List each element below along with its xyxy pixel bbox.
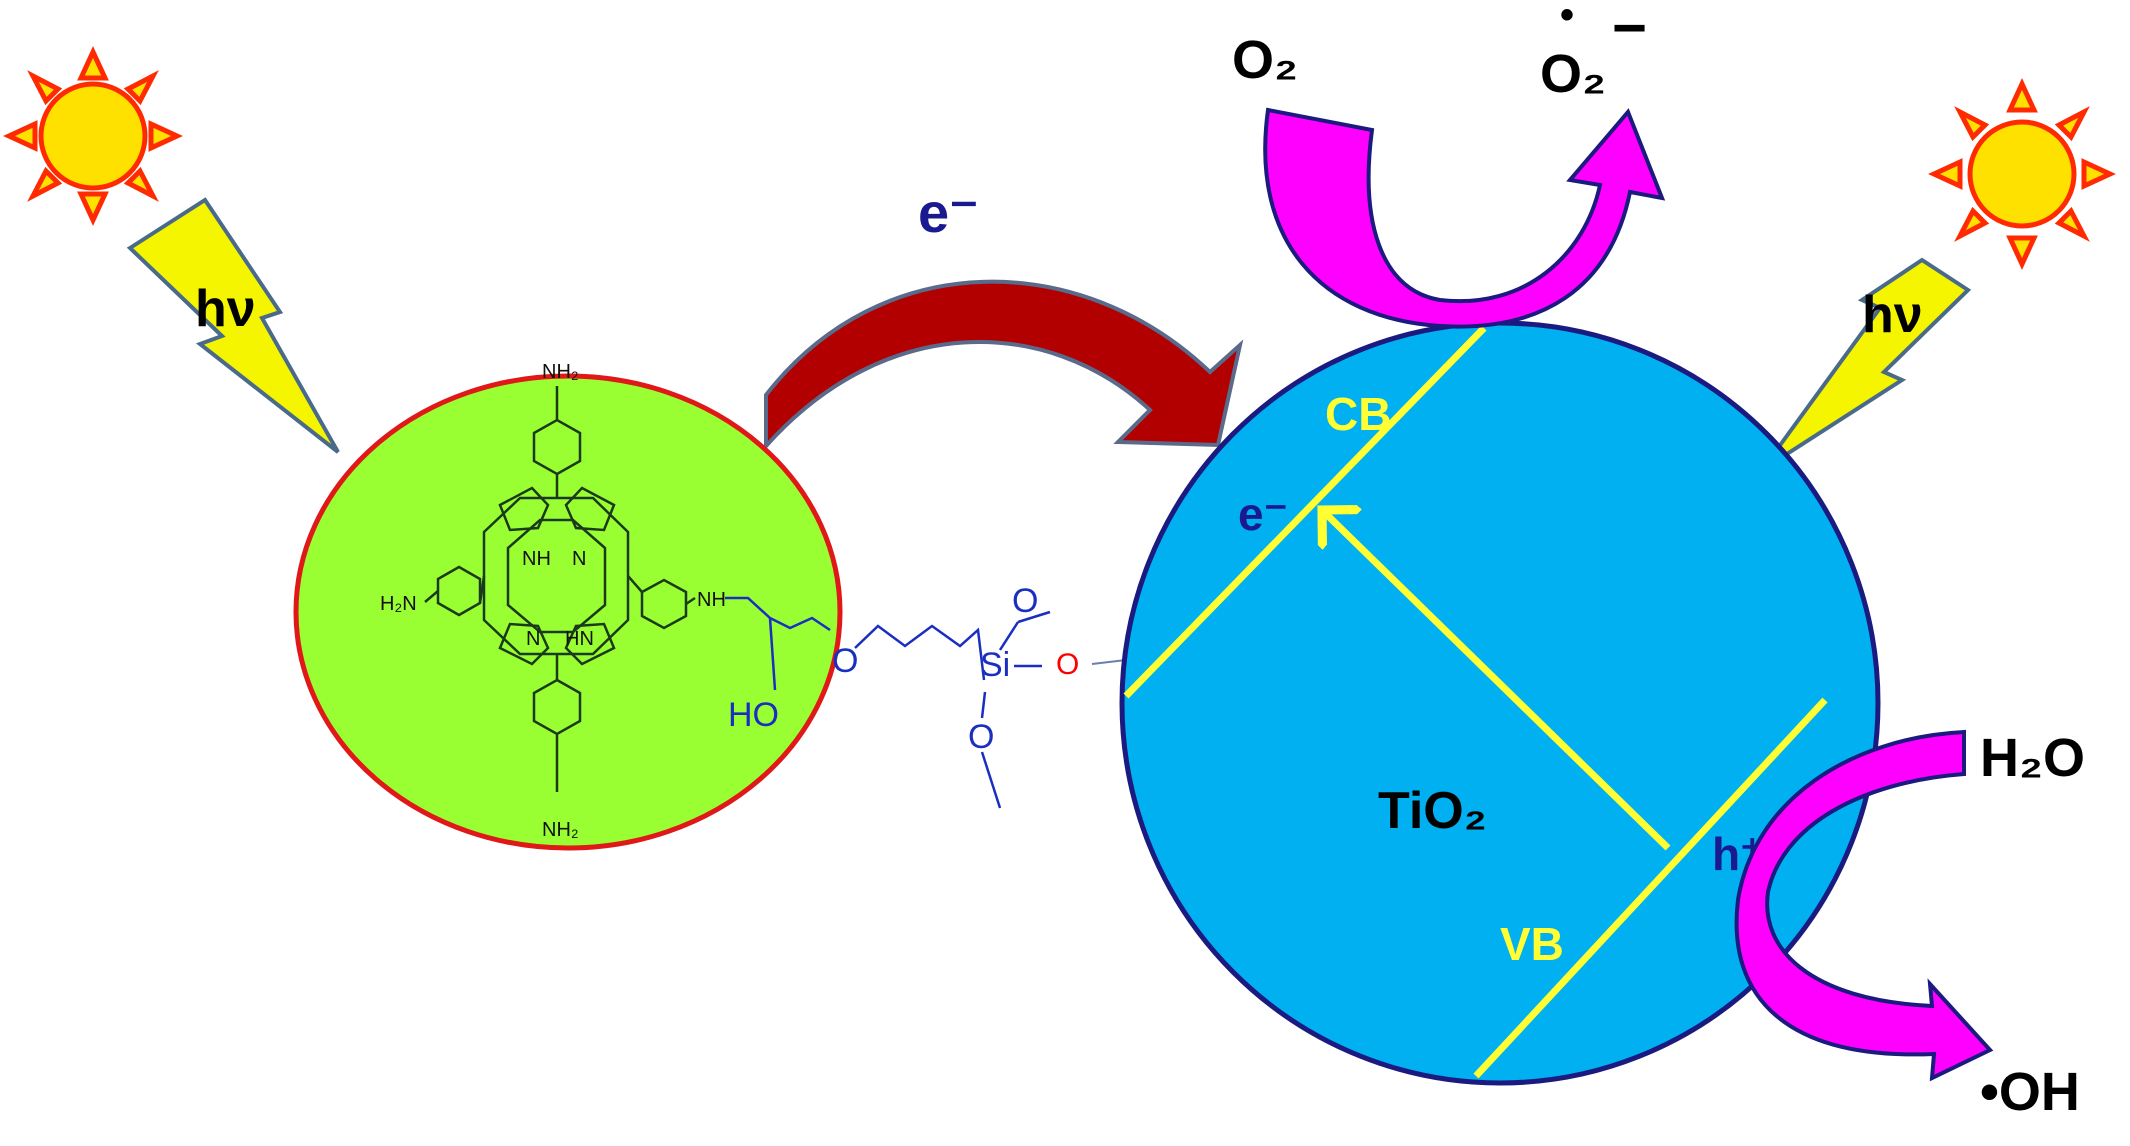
- hydroxyl-radical-label: •OH: [1980, 1062, 2080, 1122]
- pyrrole-n-right: N: [572, 548, 586, 570]
- cb-label: CB: [1325, 388, 1391, 440]
- pyrrole-nh-top: NH: [522, 548, 551, 570]
- vb-label: VB: [1500, 918, 1564, 970]
- surface-bond: [1091, 659, 1127, 665]
- sun-icon-left: [3, 46, 183, 226]
- excitation-arrow: [1322, 510, 1671, 851]
- amine-bottom: NH₂: [542, 819, 579, 841]
- sun-icon-right: [1928, 78, 2116, 270]
- pyrrole-hn-bottom: HN: [565, 628, 594, 650]
- valence-band-line: [1473, 697, 1828, 1079]
- superoxide-charge: −: [1612, 0, 1647, 61]
- porphyrin-labels: NH₂ NH₂ H₂N NH N N HN NH HO O Si O O O: [380, 361, 1079, 841]
- light-label-right: hν: [1862, 286, 1923, 344]
- superoxide-radical-dot: •: [1560, 0, 1574, 37]
- ether-oxygen: O: [832, 642, 858, 680]
- lightning-bolt-icon-left: [126, 197, 340, 454]
- pyrrole-n-left: N: [526, 628, 540, 650]
- linker-nh: NH: [697, 589, 726, 611]
- oxygen-reduction-arrow: [1263, 107, 1666, 329]
- amine-top: NH₂: [542, 361, 579, 383]
- methoxy-top: O: [1012, 582, 1038, 620]
- sun-disc: [38, 81, 148, 191]
- water-label: H₂O: [1980, 728, 2085, 788]
- sun-rays: [1928, 78, 2116, 270]
- oxygen-label: O₂: [1232, 30, 1298, 90]
- porphyrin-structure: [424, 386, 696, 792]
- water-oxidation-arrow: [1734, 729, 1994, 1082]
- tio2-label: TiO₂: [1378, 782, 1487, 840]
- silane-linker: [725, 596, 1051, 809]
- sun-rays: [3, 46, 183, 226]
- surface-oxygen: O: [1056, 648, 1079, 681]
- electron-transfer-arrow: [764, 279, 1244, 452]
- methoxy-bottom: O: [968, 718, 994, 756]
- silicon-label: Si: [980, 646, 1010, 684]
- cb-electron-label: e⁻: [1238, 488, 1288, 540]
- light-label-left: hν: [195, 280, 256, 338]
- porphyrin-particle: [293, 373, 843, 851]
- lightning-bolt-icon-right: [1760, 257, 1972, 472]
- amine-left: H₂N: [380, 593, 417, 615]
- conduction-band-line: [1123, 325, 1487, 699]
- sun-disc: [1967, 119, 2077, 229]
- superoxide-label: O₂: [1540, 44, 1606, 104]
- electron-transfer-label: e⁻: [918, 181, 979, 244]
- hydroxyl-label: HO: [728, 696, 779, 734]
